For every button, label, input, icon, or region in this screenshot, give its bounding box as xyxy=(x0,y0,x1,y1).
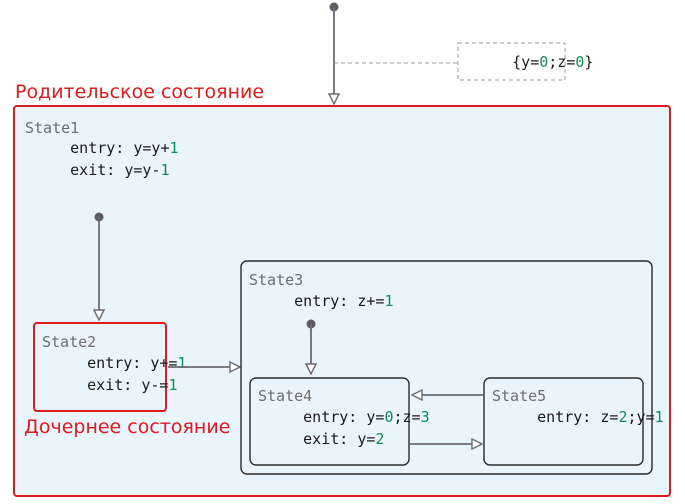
state2-box[interactable] xyxy=(33,322,167,412)
state1-exit: exit: y=y-1 xyxy=(25,161,197,179)
action-text: {y=0;z=0} xyxy=(467,53,621,71)
state2-title: State2 xyxy=(42,333,96,351)
state3-entry: entry: z+=1 xyxy=(249,292,421,310)
action-box xyxy=(457,42,566,81)
state2-exit: exit: y-=1 xyxy=(42,376,205,394)
state4-entry: entry: y=0;z=3 xyxy=(258,408,457,426)
parent-state-label: Родительское состояние xyxy=(15,81,264,103)
state4-title: State4 xyxy=(258,387,312,405)
state4-box[interactable] xyxy=(249,377,410,466)
state1-entry: entry: y=y+1 xyxy=(25,139,206,157)
state4-exit: exit: y=2 xyxy=(258,430,412,448)
child-state-label: Дочернее состояние xyxy=(24,416,230,438)
state5-entry: entry: z=2;y=1 xyxy=(492,408,685,426)
state1-title: State1 xyxy=(25,119,79,137)
state2-entry: entry: y+=1 xyxy=(42,354,214,372)
state3-title: State3 xyxy=(249,271,303,289)
state5-title: State5 xyxy=(492,387,546,405)
state5-box[interactable] xyxy=(483,377,644,466)
